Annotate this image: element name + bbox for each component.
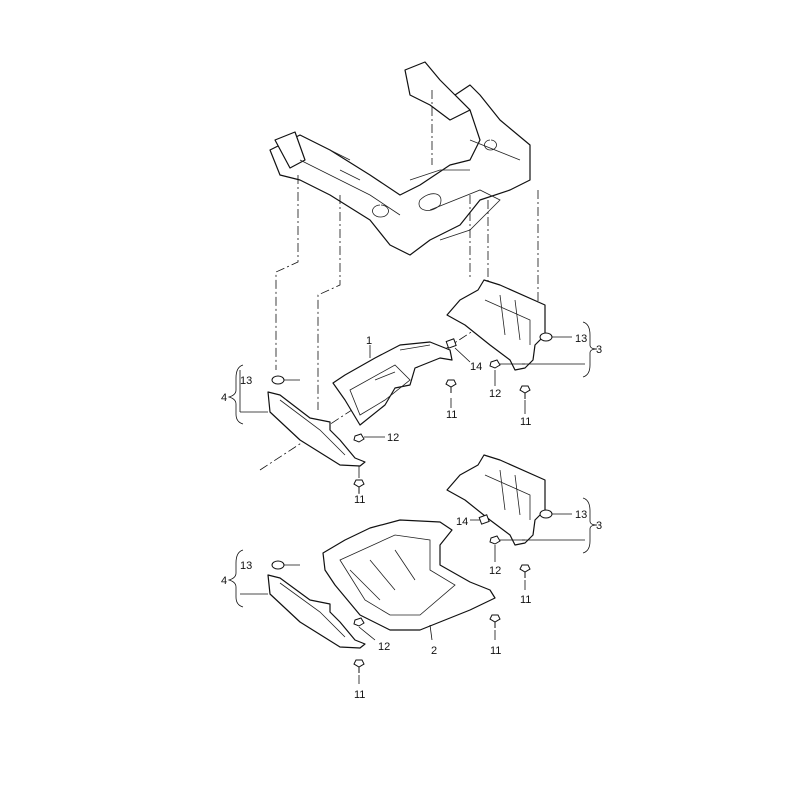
label-part-14: 14 bbox=[456, 516, 468, 528]
label-part-3: 3 bbox=[596, 520, 602, 532]
bolt-11-b bbox=[519, 385, 531, 399]
assembly-lines bbox=[259, 90, 539, 471]
label-bolt-11: 11 bbox=[490, 645, 501, 657]
label-part-3: 3 bbox=[596, 344, 602, 356]
washer-13-right bbox=[539, 332, 553, 342]
bolt-11-a bbox=[445, 379, 457, 393]
label-bolt-11: 11 bbox=[354, 494, 365, 506]
nut-12-right-lower bbox=[489, 535, 501, 545]
label-bolt-11: 11 bbox=[354, 689, 365, 701]
upper-assembly bbox=[227, 279, 598, 494]
label-nut-12: 12 bbox=[489, 388, 501, 400]
bolt-11-left bbox=[353, 479, 365, 493]
nut-12-left-lower bbox=[353, 617, 365, 627]
bolt-11-left-lower bbox=[353, 659, 365, 673]
part-3-shield-lower bbox=[446, 454, 546, 546]
label-part-2: 2 bbox=[431, 645, 437, 657]
callout-labels: 1 14 11 12 11 13 3 13 4 12 11 14 13 3 12… bbox=[221, 333, 602, 701]
part-3-shield bbox=[446, 279, 546, 371]
bolt-11-right-lower bbox=[519, 564, 531, 578]
label-part-14: 14 bbox=[470, 361, 482, 373]
nut-12-a bbox=[489, 359, 501, 369]
label-washer-13: 13 bbox=[240, 375, 252, 387]
washer-13-left bbox=[271, 375, 285, 385]
label-bolt-11: 11 bbox=[446, 409, 457, 421]
label-part-4: 4 bbox=[221, 392, 227, 404]
label-washer-13: 13 bbox=[240, 560, 252, 572]
washer-13-right-lower bbox=[539, 509, 553, 519]
label-part-1: 1 bbox=[366, 335, 372, 347]
bolt-11-mid-lower bbox=[489, 614, 501, 628]
part-1-cover bbox=[332, 341, 453, 426]
label-washer-13: 13 bbox=[575, 509, 587, 521]
part-4-side-panel bbox=[267, 391, 366, 467]
label-nut-12: 12 bbox=[489, 565, 501, 577]
part-4-side-panel-lower bbox=[267, 574, 366, 649]
clip-14 bbox=[445, 338, 457, 349]
lower-assembly bbox=[227, 454, 598, 684]
label-part-4: 4 bbox=[221, 575, 227, 587]
label-nut-12: 12 bbox=[387, 432, 399, 444]
label-washer-13: 13 bbox=[575, 333, 587, 345]
subframe bbox=[269, 61, 531, 256]
part-2-cover bbox=[322, 519, 496, 631]
clip-14-lower bbox=[478, 514, 490, 525]
nut-12-left bbox=[353, 433, 365, 443]
label-bolt-11: 11 bbox=[520, 416, 531, 428]
washer-13-left-lower bbox=[271, 560, 285, 570]
label-nut-12: 12 bbox=[378, 641, 390, 653]
label-bolt-11: 11 bbox=[520, 594, 531, 606]
